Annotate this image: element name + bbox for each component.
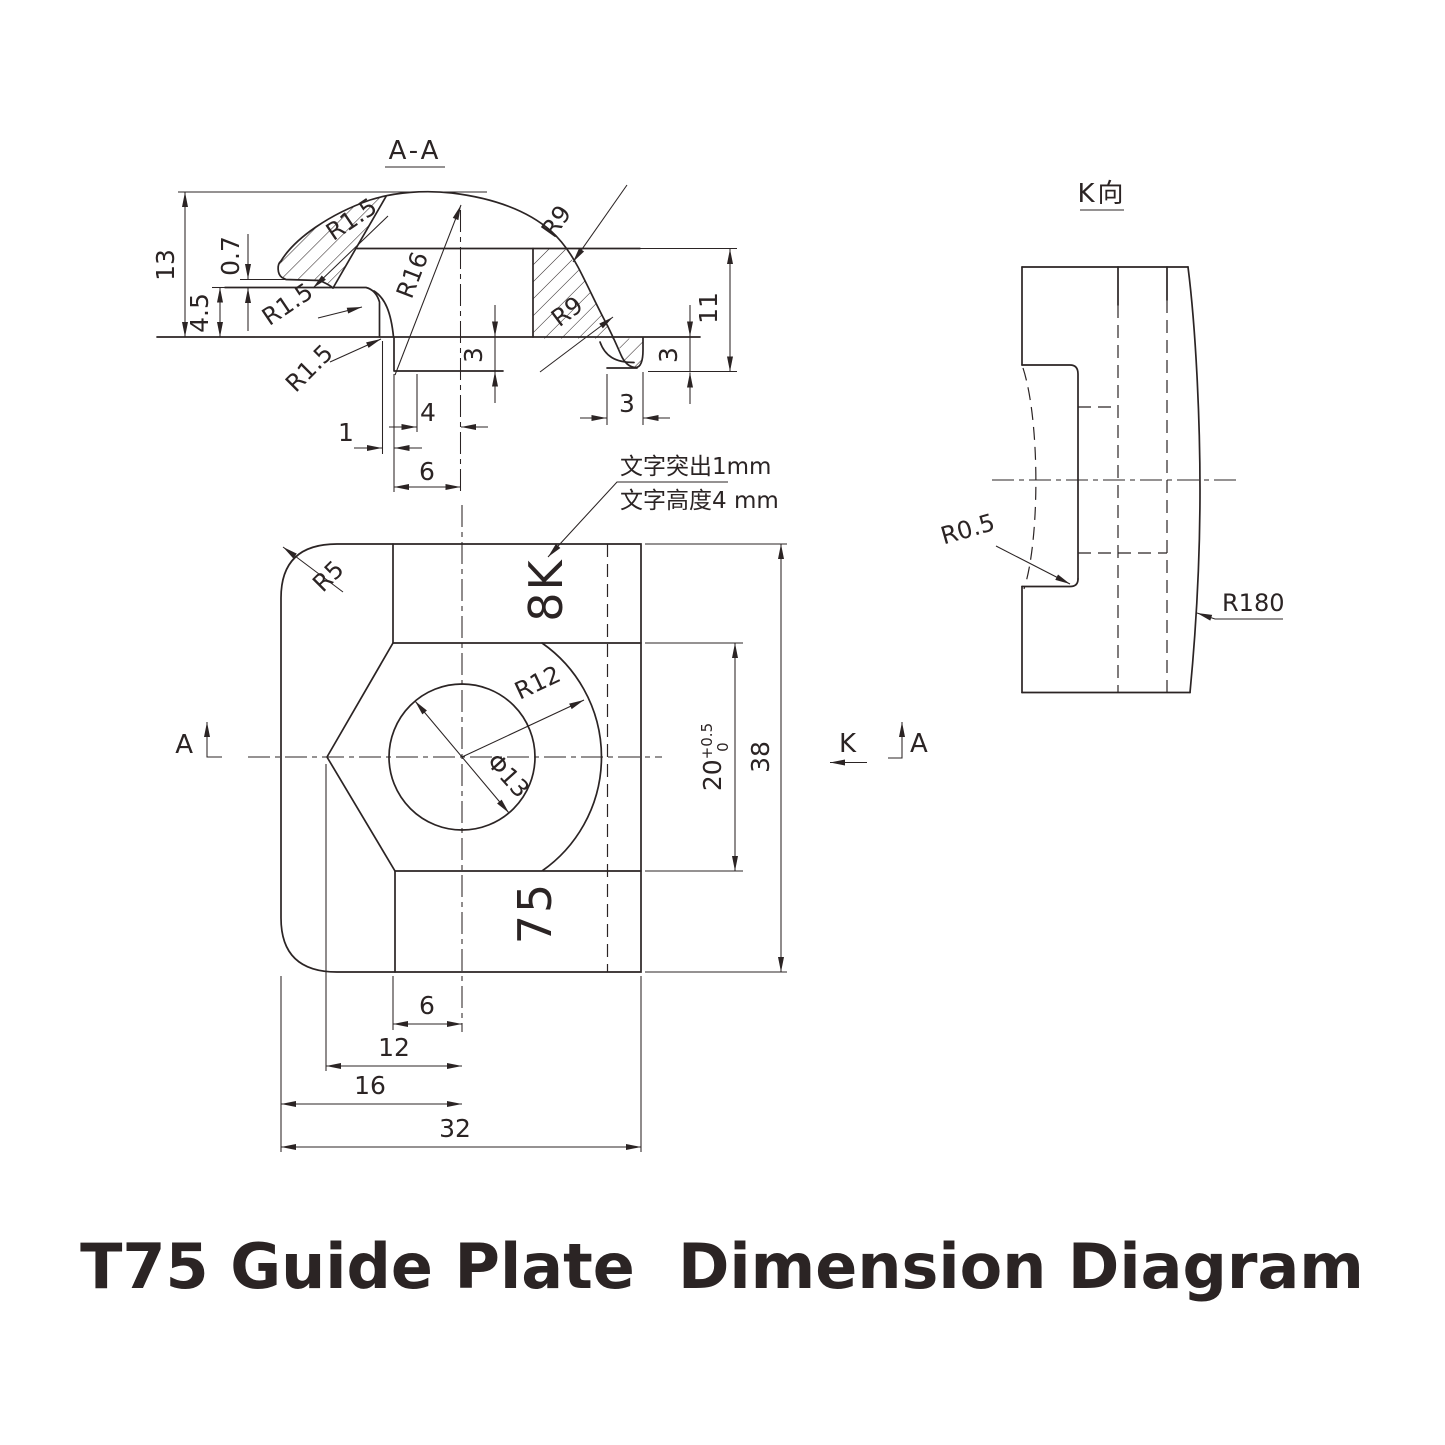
k-view-title: K向 [1077,179,1126,209]
kview-notch-bottom [1021,578,1079,588]
dim-label-4: 4 [420,398,436,427]
dim-label-6-plan: 6 [419,991,435,1020]
dim-label-12: 12 [378,1033,410,1062]
radius-label-r0-5: R0.5 [938,508,998,550]
dim-label-16: 16 [354,1071,386,1100]
cutting-plane-markers: A K A [175,722,931,766]
plan-view: 8K 75 R5 R12 Φ13 文字突出1mm 文字高度4 mm 20+0.5… [248,454,787,1152]
section-aa-title: A-A [389,136,442,166]
plate-outline [280,543,642,973]
hook-outer-profile [280,190,644,369]
section-aa-view: A-A 13 0.7 4.5 R1.5 [151,136,737,492]
kview-hidden-flank [1022,367,1037,590]
radius-label-r1-5-base: R1.5 [280,339,339,398]
dim-label-0-7: 0.7 [216,236,245,276]
radius-label-r9-top: R9 [536,200,577,242]
section-marker-a-left: A [175,730,196,760]
radius-label-r5: R5 [307,555,349,597]
rail-foot-edge [224,286,381,338]
band-edges [541,642,642,872]
dim-label-4-5: 4.5 [185,293,214,333]
dim-label-38: 38 [746,741,775,773]
dim-label-3-groove: 3 [459,347,488,363]
dim-label-3-toe-width: 3 [619,389,635,418]
dia-label-13: Φ13 [481,748,535,803]
dim-label-6-section: 6 [419,457,435,486]
dim-label-1: 1 [338,418,354,447]
dim-label-20-tol: 20+0.50 [698,723,732,791]
dim-label-11: 11 [694,292,723,324]
dim-label-13: 13 [151,249,180,281]
k-direction-view: K向 R0.5 R180 [938,179,1284,694]
hook-cut-edge [332,195,387,289]
plate-marking-8k: 8K [519,558,573,621]
hook-inner-edge [373,290,395,338]
recess-side-edges [392,543,396,973]
radius-label-r12: R12 [510,660,565,705]
view-marker-k: K [839,729,859,759]
section-marker-a-right: A [910,729,931,759]
groove-bottom [393,337,504,372]
kview-step [1021,364,1079,580]
plate-marking-75: 75 [508,882,562,945]
dim-label-32: 32 [439,1114,471,1143]
drawing-title: T75 Guide Plate Dimension Diagram [80,1230,1364,1303]
radius-label-r180: R180 [1222,589,1284,617]
hatch-hook-section [278,196,386,288]
kview-right-edge-r180 [1187,266,1201,694]
note-line1: 文字突出1mm [620,454,771,480]
radius-label-r16: R16 [391,248,434,302]
note-line2: 文字高度4 mm [620,488,779,514]
dim-label-3-toe-depth: 3 [654,347,683,363]
radius-label-r1-5-mid: R1.5 [257,277,318,331]
toe-inner-arc [599,341,635,364]
